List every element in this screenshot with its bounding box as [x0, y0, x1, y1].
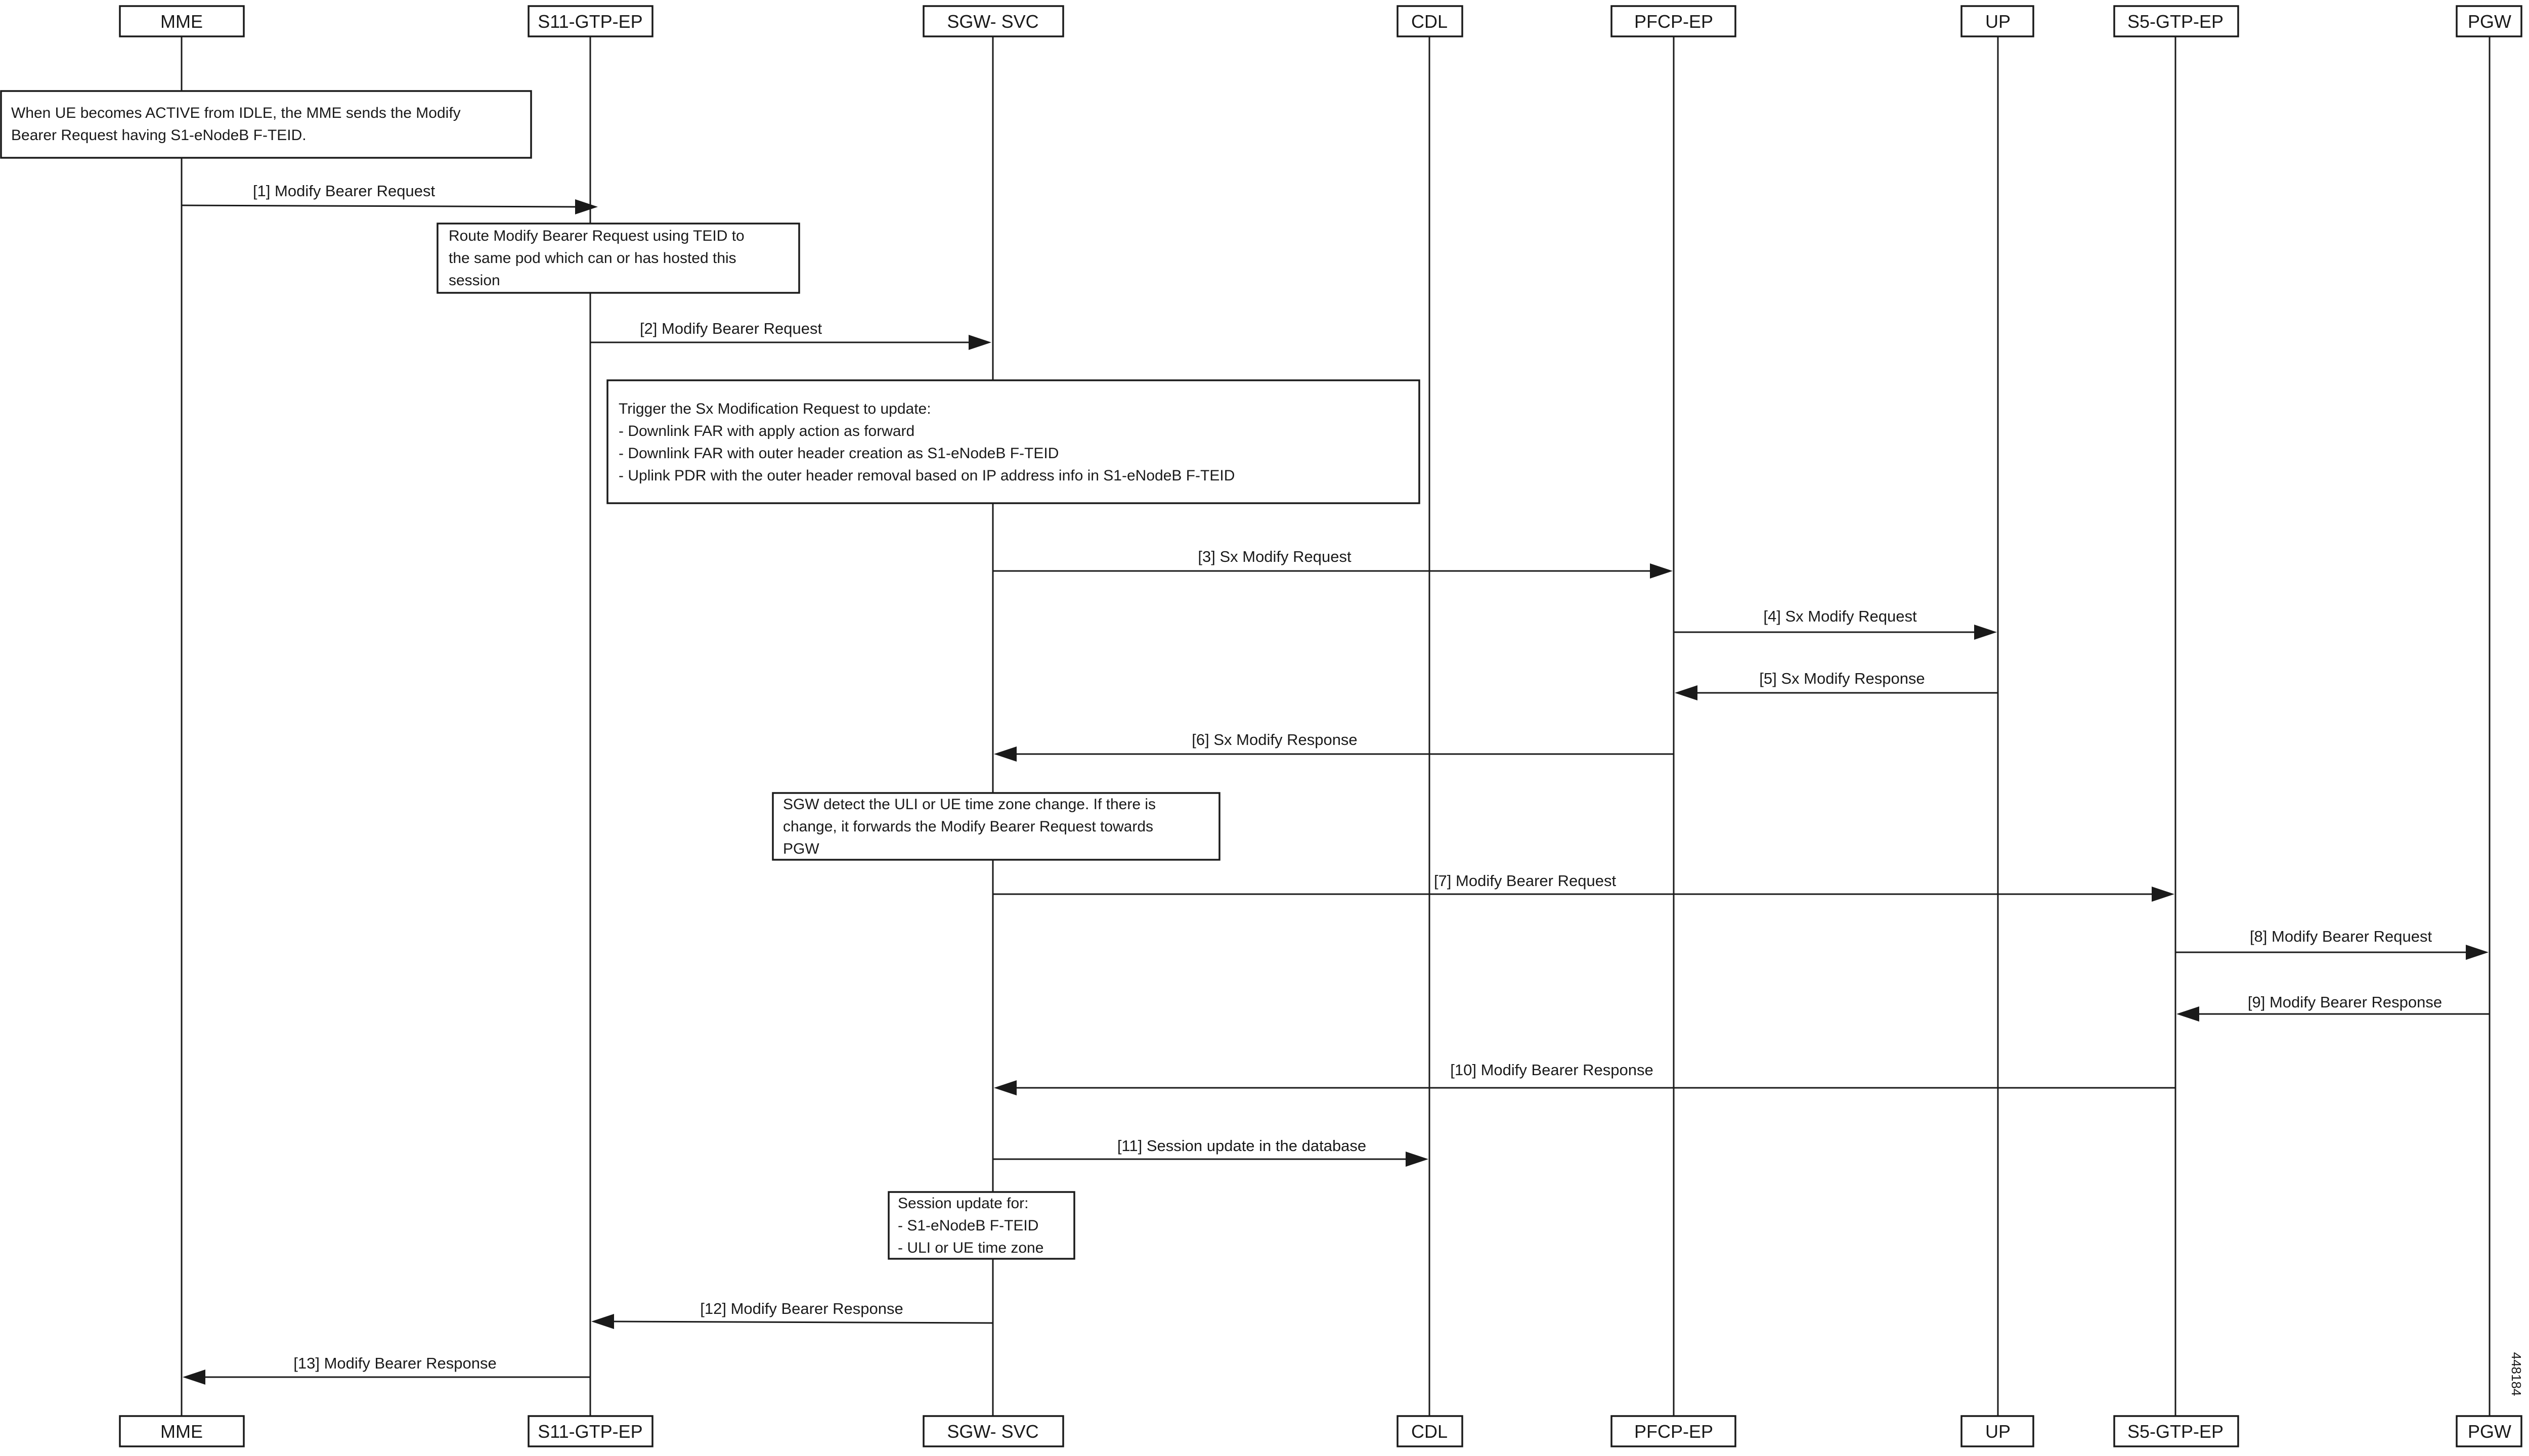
note-line: - Downlink FAR with outer header creatio… — [619, 445, 1059, 462]
messages: [1] Modify Bearer Request [2] Modify Bea… — [181, 182, 2490, 1385]
participant-label: SGW- SVC — [947, 11, 1038, 32]
participant-cdl-bottom: CDL — [1397, 1415, 1463, 1447]
message-5: [5] Sx Modify Response — [1675, 670, 1998, 700]
message-1: [1] Modify Bearer Request — [181, 182, 598, 214]
participant-up-top: UP — [1960, 5, 2034, 37]
participant-mme-bottom: MME — [119, 1415, 245, 1447]
note-line: the same pod which can or has hosted thi… — [449, 250, 736, 267]
message-label: [4] Sx Modify Request — [1763, 607, 1917, 625]
figure-id: 448184 — [2509, 1352, 2524, 1396]
message-label: [6] Sx Modify Response — [1192, 731, 1357, 748]
participant-pgw-bottom: PGW — [2456, 1415, 2522, 1447]
participant-label: CDL — [1411, 1421, 1448, 1442]
participant-mme-top: MME — [119, 5, 245, 37]
message-label: [3] Sx Modify Request — [1198, 548, 1351, 565]
note-session-update: Session update for: - S1-eNodeB F-TEID -… — [888, 1191, 1075, 1260]
participant-label: PFCP-EP — [1634, 1421, 1713, 1442]
participant-label: CDL — [1411, 11, 1448, 32]
note-sgw-detect: SGW detect the ULI or UE time zone chang… — [772, 792, 1220, 861]
note-ue-active: When UE becomes ACTIVE from IDLE, the MM… — [0, 90, 532, 159]
message-13: [13] Modify Bearer Response — [183, 1354, 590, 1385]
message-9: [9] Modify Bearer Response — [2176, 993, 2490, 1022]
message-8: [8] Modify Bearer Request — [2175, 928, 2489, 960]
participant-s11-gtp-ep-bottom: S11-GTP-EP — [528, 1415, 653, 1447]
note-line: change, it forwards the Modify Bearer Re… — [783, 818, 1153, 835]
participant-pfcp-ep-bottom: PFCP-EP — [1610, 1415, 1736, 1447]
message-12: [12] Modify Bearer Response — [591, 1300, 993, 1329]
message-label: [9] Modify Bearer Response — [2248, 993, 2442, 1011]
participants-bottom: MME S11-GTP-EP SGW- SVC CDL PFCP-EP UP S… — [119, 1415, 2522, 1447]
participant-s5-gtp-ep-bottom: S5-GTP-EP — [2113, 1415, 2239, 1447]
message-label: [5] Sx Modify Response — [1759, 670, 1925, 687]
notes: When UE becomes ACTIVE from IDLE, the MM… — [0, 90, 1420, 1260]
note-line: Trigger the Sx Modification Request to u… — [619, 401, 931, 417]
message-label: [11] Session update in the database — [1117, 1137, 1366, 1155]
participant-label: PFCP-EP — [1634, 11, 1713, 32]
message-2: [2] Modify Bearer Request — [590, 320, 991, 350]
message-11: [11] Session update in the database — [993, 1137, 1428, 1167]
note-line: - Downlink FAR with apply action as forw… — [619, 423, 914, 439]
participant-label: S5-GTP-EP — [2127, 1421, 2223, 1442]
note-line: Session update for: — [898, 1195, 1029, 1212]
note-line: Bearer Request having S1-eNodeB F-TEID. — [11, 127, 307, 144]
note-line: - Uplink PDR with the outer header remov… — [619, 467, 1235, 484]
note-route: Route Modify Bearer Request using TEID t… — [437, 223, 800, 294]
message-label: [10] Modify Bearer Response — [1450, 1061, 1653, 1079]
participant-label: PGW — [2468, 1421, 2511, 1442]
message-4: [4] Sx Modify Request — [1674, 607, 1997, 640]
participant-s11-gtp-ep-top: S11-GTP-EP — [528, 5, 653, 37]
participant-label: S5-GTP-EP — [2127, 11, 2223, 32]
participant-sgw-svc-bottom: SGW- SVC — [923, 1415, 1064, 1447]
participant-s5-gtp-ep-top: S5-GTP-EP — [2113, 5, 2239, 37]
message-label: [1] Modify Bearer Request — [253, 182, 435, 200]
participant-label: SGW- SVC — [947, 1421, 1038, 1442]
note-line: SGW detect the ULI or UE time zone chang… — [783, 796, 1156, 813]
note-line: PGW — [783, 841, 819, 857]
participant-sgw-svc-top: SGW- SVC — [923, 5, 1064, 37]
message-label: [12] Modify Bearer Response — [700, 1300, 903, 1317]
note-line: When UE becomes ACTIVE from IDLE, the MM… — [11, 105, 461, 121]
participant-label: MME — [160, 1421, 203, 1442]
participant-label: MME — [160, 11, 203, 32]
participant-pfcp-ep-top: PFCP-EP — [1610, 5, 1736, 37]
participant-pgw-top: PGW — [2456, 5, 2522, 37]
note-sx-trigger: Trigger the Sx Modification Request to u… — [606, 379, 1420, 504]
participant-up-bottom: UP — [1960, 1415, 2034, 1447]
note-line: - S1-eNodeB F-TEID — [898, 1217, 1038, 1234]
participant-label: UP — [1985, 1421, 2011, 1442]
message-label: [7] Modify Bearer Request — [1434, 872, 1617, 890]
note-line: - ULI or UE time zone — [898, 1240, 1043, 1256]
message-label: [8] Modify Bearer Request — [2250, 928, 2432, 945]
participants-top: MME S11-GTP-EP SGW- SVC CDL PFCP-EP UP S… — [119, 5, 2522, 37]
message-3: [3] Sx Modify Request — [993, 548, 1673, 579]
note-line: Route Modify Bearer Request using TEID t… — [449, 228, 745, 244]
participant-label: UP — [1985, 11, 2011, 32]
message-7: [7] Modify Bearer Request — [993, 872, 2174, 902]
message-10: [10] Modify Bearer Response — [994, 1061, 2175, 1095]
message-label: [13] Modify Bearer Response — [293, 1354, 497, 1372]
participant-label: PGW — [2468, 11, 2511, 32]
message-label: [2] Modify Bearer Request — [640, 320, 822, 337]
participant-label: S11-GTP-EP — [538, 1421, 642, 1442]
participant-cdl-top: CDL — [1397, 5, 1463, 37]
note-line: session — [449, 272, 500, 289]
participant-label: S11-GTP-EP — [538, 11, 642, 32]
message-6: [6] Sx Modify Response — [994, 731, 1674, 762]
